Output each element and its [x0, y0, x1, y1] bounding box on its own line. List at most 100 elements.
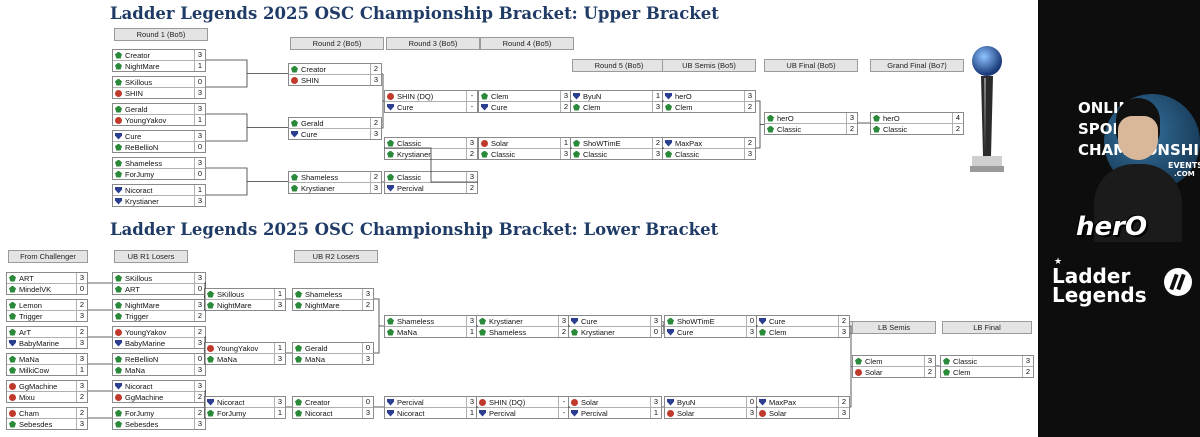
player-row[interactable]: Percival- — [477, 407, 569, 418]
upper-match[interactable]: SHIN (DQ)-Cure- — [384, 90, 478, 113]
player-row[interactable]: SHIN (DQ)- — [477, 397, 569, 407]
player-row[interactable]: SHIN (DQ)- — [385, 91, 477, 101]
